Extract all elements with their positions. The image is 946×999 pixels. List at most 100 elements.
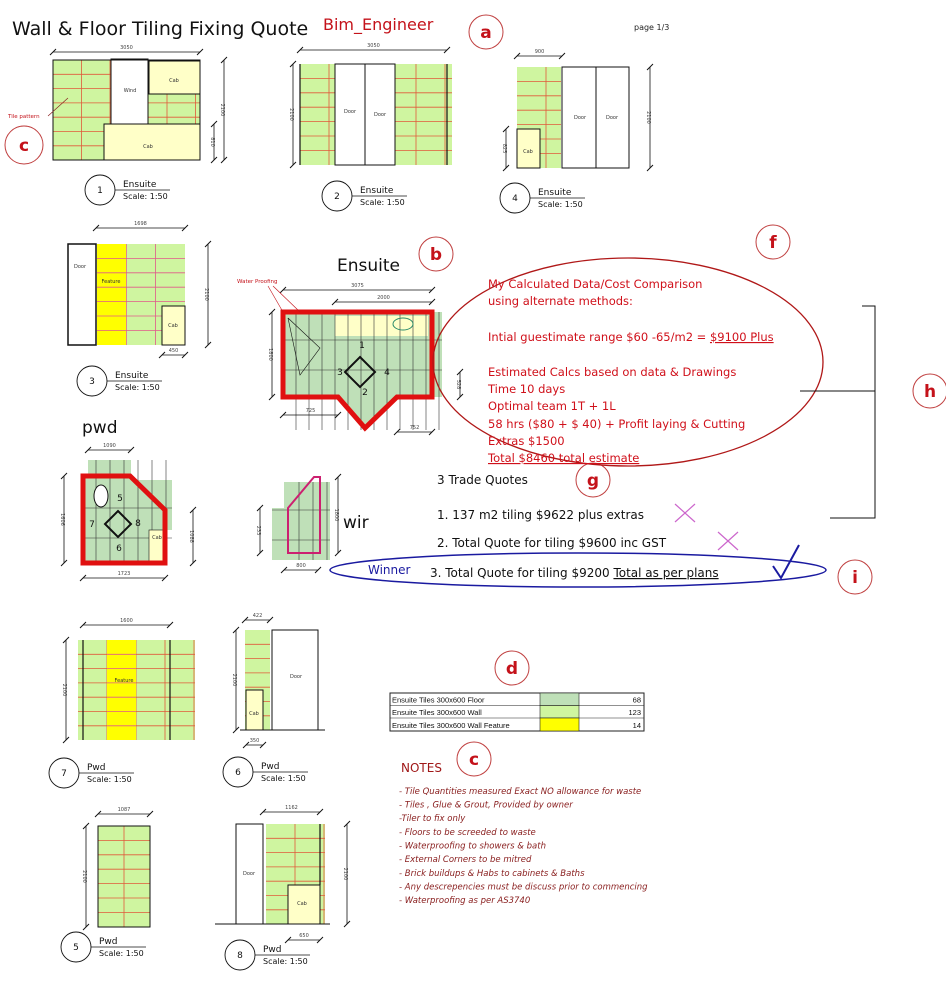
dimension-label: 1800 [267, 348, 273, 361]
author-name: Bim_Engineer [323, 15, 434, 35]
dimension-tick [189, 506, 197, 514]
elev1-wind-label: Wind [124, 88, 137, 94]
tile-quantity-table: Ensuite Tiles 300x600 Floor Ensuite Tile… [389, 692, 645, 732]
elev1-window [110, 58, 149, 125]
dimension-tick [84, 446, 92, 454]
reject-mark-2 [717, 531, 739, 551]
ensuite-wall-2: 2 [362, 388, 368, 398]
note-item: - Waterproofing as per AS3740 [399, 896, 530, 906]
elev3-door-label: Door [74, 264, 87, 270]
guestimate-value: $9100 Plus [710, 330, 774, 344]
marker-b: b [430, 245, 442, 265]
swatch-floor [539, 692, 580, 706]
dimension-tick [502, 125, 510, 133]
dimension-tick [428, 428, 436, 436]
waterproofing-leader-2 [272, 285, 301, 313]
marker-a: a [480, 23, 491, 43]
elev3-feature-label: Feature [102, 279, 121, 285]
dimension-label: 752 [410, 425, 420, 431]
elev4-door-2 [595, 66, 630, 169]
dimension-label: 1087 [118, 807, 131, 813]
elev8-cab [287, 884, 321, 925]
dimension-tick [334, 549, 342, 557]
elev6-cab [245, 689, 264, 731]
dimension-tick [220, 156, 228, 164]
ensuite-floor-ext [432, 312, 442, 397]
quote-2: 2. Total Quote for tiling $9600 inc GST [437, 536, 667, 550]
dimension-label: 2100 [61, 684, 67, 697]
dimension-tick [181, 224, 189, 232]
dimension-label: 2100 [81, 870, 87, 883]
table-row-label: Ensuite Tiles 300x600 Wall [392, 708, 482, 717]
dimension-tick [268, 308, 276, 316]
view-number: 4 [512, 194, 518, 204]
elev3-cab [161, 305, 186, 346]
trade-quotes-heading: 3 Trade Quotes [437, 473, 528, 487]
dimension-tick [513, 52, 521, 60]
dimension-tick [443, 46, 451, 54]
marker-g: g [587, 471, 599, 491]
dimension-tick [289, 161, 297, 169]
dimension-tick [268, 393, 276, 401]
dimension-tick [558, 52, 566, 60]
comparison-line-8: Extras $1500 [488, 434, 565, 448]
dimension-tick [343, 920, 351, 928]
dimension-tick [316, 936, 324, 944]
view-room-name: Pwd [99, 937, 118, 947]
dimension-label: 3050 [367, 43, 380, 49]
view-room-name: Pwd [87, 763, 106, 773]
dimension-tick [284, 936, 292, 944]
dimension-tick [232, 626, 240, 634]
elev1-cab [103, 123, 201, 161]
elev4-door2-label: Door [606, 115, 619, 121]
marker-a-circle [468, 14, 504, 50]
dimension-tick [146, 810, 154, 818]
dimension-label: 233 [255, 526, 261, 536]
comparison-line-6: Optimal team 1T + 1L [488, 399, 616, 413]
comparison-line-3: Intial guestimate range $60 -65/m2 = $91… [488, 330, 774, 344]
comparison-line-4: Estimated Calcs based on data & Drawings [488, 365, 736, 379]
dimension-label: 2100 [203, 288, 209, 301]
pwd-wall-8: 8 [135, 519, 141, 529]
dimension-tick [266, 616, 274, 624]
dimension-label: 422 [253, 613, 263, 619]
dimension-label: 1088 [188, 530, 194, 543]
toilet-icon [93, 484, 109, 508]
dimension-tick [259, 741, 267, 749]
marker-c2-circle [456, 741, 492, 777]
dimension-label: 2100 [231, 674, 237, 687]
dimension-tick [393, 428, 401, 436]
dimension-tick [60, 559, 68, 567]
bracket-h [830, 305, 876, 519]
note-item: - Tiles , Glue & Grout, Provided by owne… [399, 801, 573, 811]
waterproofing-label: Water Proofing [237, 279, 278, 285]
elev3-cab-label: Cab [168, 323, 178, 329]
dimension-tick [331, 298, 339, 306]
dimension-tick [256, 549, 264, 557]
elev1-cab-top-label: Cab [169, 78, 179, 84]
wir-floor-ext [272, 508, 286, 560]
dimension-tick [279, 286, 287, 294]
dimension-tick [196, 48, 204, 56]
elev3-door [67, 243, 97, 346]
pwd-drain-icon [103, 509, 133, 539]
dimension-label: 450 [169, 348, 179, 354]
dimension-tick [60, 472, 68, 480]
dimension-tick [161, 574, 169, 582]
dimension-layer: 3050210081030502100900210082516982100450… [49, 43, 654, 944]
dimension-label: 1090 [103, 443, 116, 449]
shower-screen [287, 317, 321, 376]
view-scale: Scale: 1:50 [261, 774, 306, 783]
view-number: 1 [97, 186, 103, 196]
dimension-tick [210, 156, 218, 164]
dimension-tick [204, 240, 212, 248]
note-item: - External Corners to be mitred [399, 855, 532, 865]
view-scale: Scale: 1:50 [538, 200, 583, 209]
elev2-door2-label: Door [374, 112, 387, 118]
dimension-label: 810 [209, 137, 215, 147]
note-item: - Waterproofing to showers & bath [399, 842, 546, 852]
sheet-title: Wall & Floor Tiling Fixing Quote [12, 18, 308, 40]
elev3-feature [97, 244, 126, 345]
page-number: page 1/3 [634, 23, 669, 32]
dimension-tick [49, 48, 57, 56]
